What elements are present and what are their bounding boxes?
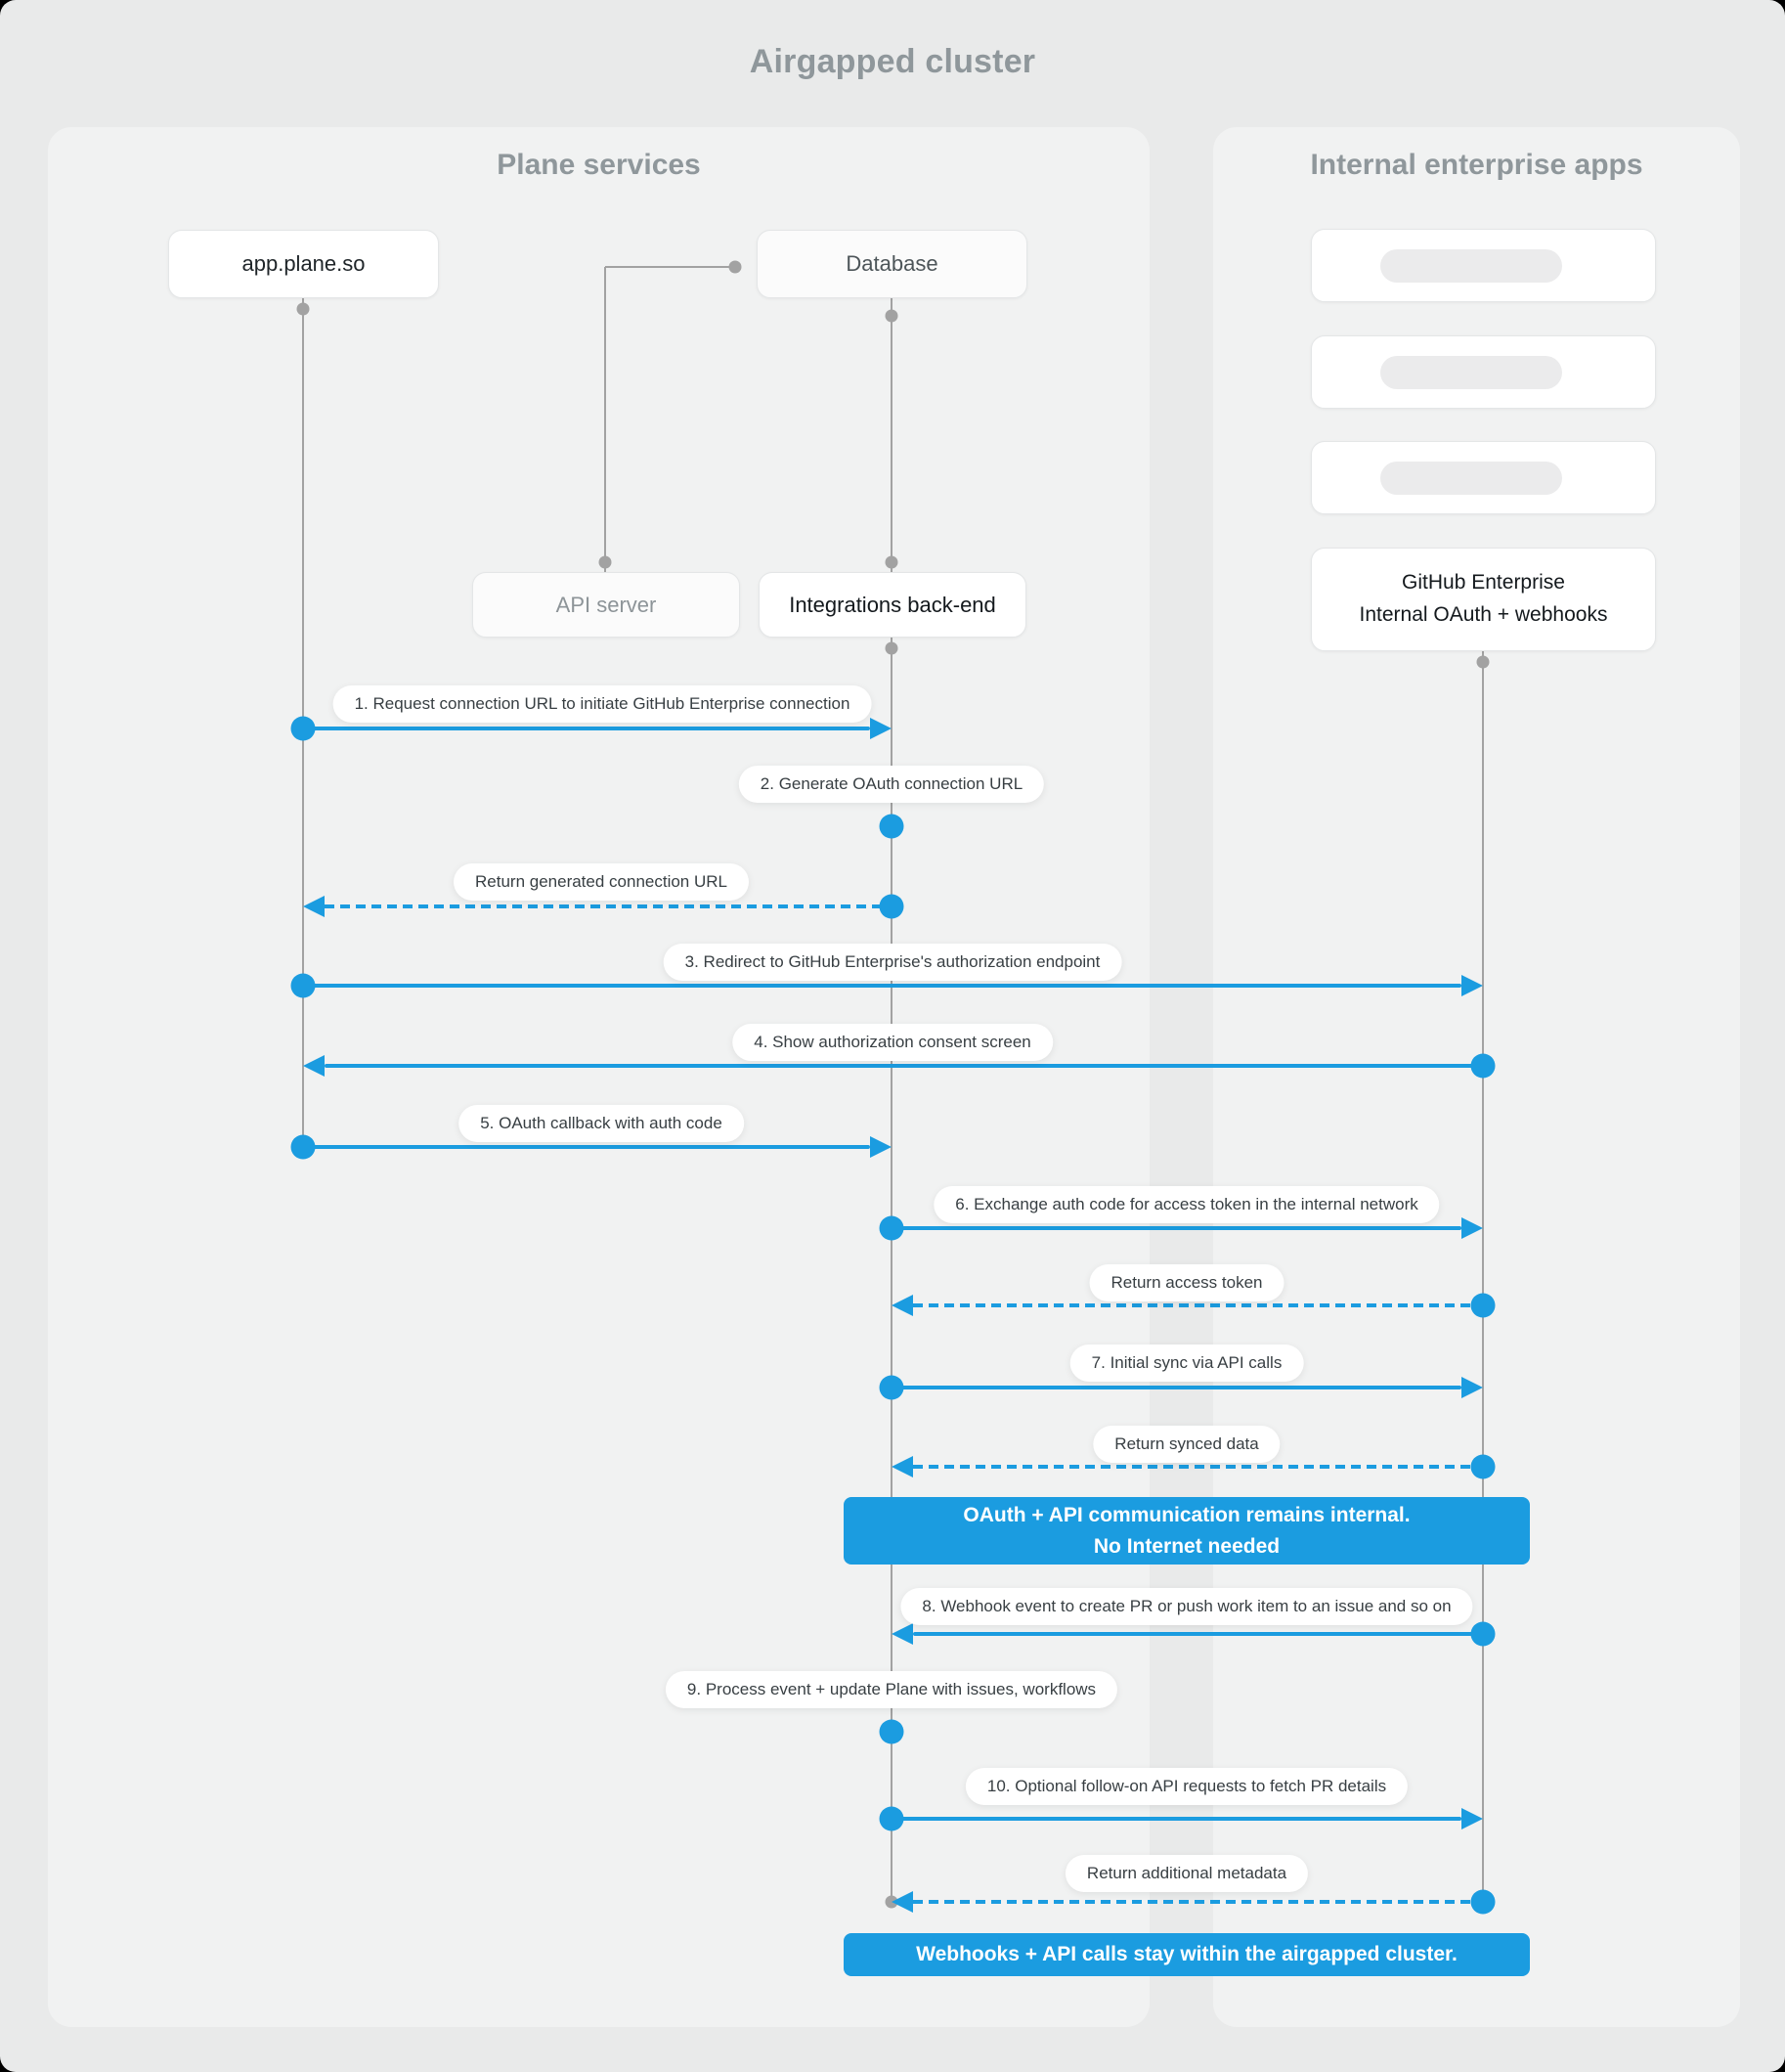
node-label-line1: GitHub Enterprise [1402, 571, 1565, 595]
endpoint-dot [598, 555, 612, 569]
self-message-dot [879, 1719, 904, 1744]
banner-line2: No Internet needed [1093, 1534, 1281, 1558]
message-arrow-5 [303, 1145, 870, 1149]
message-origin-dot [1470, 1293, 1496, 1318]
message-arrow-8 [913, 1632, 1483, 1636]
node-label-line2: Internal OAuth + webhooks [1359, 603, 1608, 626]
callout-banner-airgapped: Webhooks + API calls stay within the air… [844, 1933, 1530, 1976]
message-arrow-1 [303, 727, 870, 730]
node-label: API server [555, 592, 657, 617]
arrowhead-left [303, 1055, 325, 1077]
message-label: Return access token [1089, 1264, 1284, 1301]
placeholder-text-bar [1380, 461, 1562, 495]
endpoint-dot [885, 555, 898, 569]
node-integrations-backend: Integrations back-end [759, 572, 1026, 638]
message-arrow-10 [892, 1817, 1461, 1821]
arrowhead-right [1461, 1808, 1483, 1830]
message-origin-dot [1470, 1621, 1496, 1647]
endpoint-dot [885, 641, 898, 655]
node-label: Database [846, 251, 938, 276]
panel-plane-services [48, 127, 1150, 2027]
endpoint-dot [1476, 655, 1490, 669]
message-origin-dot [290, 973, 316, 998]
banner-text: Webhooks + API calls stay within the air… [916, 1943, 1458, 1965]
message-arrow-7 [892, 1386, 1461, 1389]
arrowhead-right [1461, 1377, 1483, 1398]
node-label: Integrations back-end [789, 592, 996, 617]
lifeline-github-enterprise [1482, 649, 1484, 1902]
endpoint-dot [885, 309, 898, 323]
connector-api-server-vertical [604, 267, 606, 572]
callout-banner-internal: OAuth + API communication remains intern… [844, 1497, 1530, 1565]
message-label: 6. Exchange auth code for access token i… [934, 1186, 1440, 1223]
connector-database-to-integrations [891, 297, 892, 572]
arrowhead-left [892, 1891, 913, 1913]
message-origin-dot [1470, 1454, 1496, 1479]
node-api-server: API server [472, 572, 740, 638]
arrowhead-left [303, 896, 325, 917]
message-label: 7. Initial sync via API calls [1069, 1345, 1304, 1382]
placeholder-text-bar [1380, 355, 1562, 389]
message-origin-dot [290, 716, 316, 741]
arrowhead-left [892, 1295, 913, 1316]
diagram-title: Airgapped cluster [749, 43, 1036, 80]
message-origin-dot [879, 1375, 904, 1400]
node-github-enterprise: GitHub Enterprise Internal OAuth + webho… [1311, 548, 1656, 651]
panel-title-internal-enterprise-apps: Internal enterprise apps [1310, 149, 1643, 181]
message-label: 2. Generate OAuth connection URL [738, 766, 1045, 803]
placeholder-app-card [1311, 441, 1656, 514]
message-origin-dot [879, 1215, 904, 1241]
message-label: 3. Redirect to GitHub Enterprise's autho… [663, 944, 1122, 981]
return-arrow [325, 904, 892, 908]
placeholder-text-bar [1380, 248, 1562, 283]
message-origin-dot [879, 1806, 904, 1831]
message-arrow-4 [325, 1064, 1483, 1068]
arrowhead-left [892, 1623, 913, 1645]
self-message-dot [879, 814, 904, 839]
panel-internal-enterprise-apps [1213, 127, 1740, 2027]
arrowhead-right [1461, 975, 1483, 996]
endpoint-dot [728, 260, 742, 274]
message-label: Return synced data [1093, 1426, 1281, 1463]
message-origin-dot [879, 894, 904, 919]
message-origin-dot [290, 1134, 316, 1160]
arrowhead-right [870, 1136, 892, 1158]
banner-line1: OAuth + API communication remains intern… [963, 1504, 1411, 1526]
message-label: 9. Process event + update Plane with iss… [665, 1671, 1118, 1708]
node-database: Database [757, 230, 1027, 298]
message-origin-dot [1470, 1889, 1496, 1915]
message-label: 1. Request connection URL to initiate Gi… [332, 685, 872, 723]
endpoint-dot [296, 302, 310, 316]
message-label: 5. OAuth callback with auth code [458, 1105, 744, 1142]
node-label: app.plane.so [241, 251, 366, 276]
placeholder-app-card [1311, 335, 1656, 409]
message-label: 10. Optional follow-on API requests to f… [965, 1768, 1409, 1805]
return-arrow [913, 1900, 1483, 1904]
message-arrow-3 [303, 984, 1461, 988]
message-arrow-6 [892, 1226, 1461, 1230]
message-label: 8. Webhook event to create PR or push wo… [900, 1588, 1473, 1625]
return-arrow [913, 1303, 1483, 1307]
placeholder-app-card [1311, 229, 1656, 302]
message-origin-dot [1470, 1053, 1496, 1079]
connector-api-server-to-database [605, 266, 735, 268]
message-label: 4. Show authorization consent screen [732, 1024, 1053, 1061]
node-app-plane-so: app.plane.so [168, 230, 439, 298]
message-label: Return generated connection URL [454, 863, 749, 901]
message-label: Return additional metadata [1065, 1855, 1309, 1892]
arrowhead-right [870, 718, 892, 739]
panel-title-plane-services: Plane services [497, 149, 701, 181]
return-arrow [913, 1465, 1483, 1469]
arrowhead-right [1461, 1217, 1483, 1239]
arrowhead-left [892, 1456, 913, 1477]
lifeline-integrations-backend [891, 636, 892, 1902]
